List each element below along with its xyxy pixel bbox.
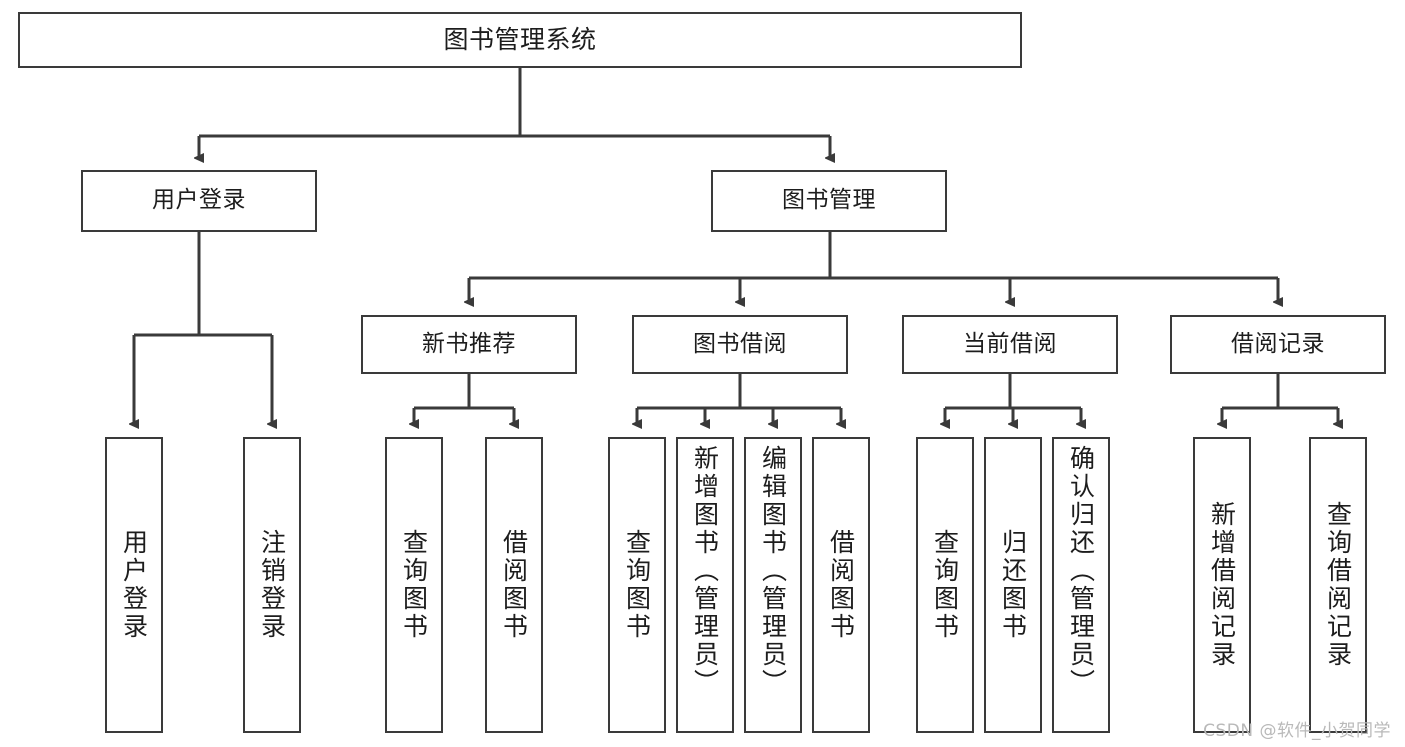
node-leaf-edit-book-admin[interactable]: 编辑图书（管理员） bbox=[744, 437, 802, 733]
node-leaf-query-book-borrow[interactable]: 查询图书 bbox=[608, 437, 666, 733]
node-borrow-record[interactable]: 借阅记录 bbox=[1170, 315, 1386, 374]
node-book-borrow[interactable]: 图书借阅 bbox=[632, 315, 848, 374]
node-leaf-borrow-book-recommend-label: 借阅图书 bbox=[499, 529, 529, 641]
node-current-borrow[interactable]: 当前借阅 bbox=[902, 315, 1118, 374]
csdn-watermark: CSDN @软件_小贺同学 bbox=[1203, 721, 1391, 741]
node-leaf-edit-book-admin-label: 编辑图书（管理员） bbox=[758, 445, 788, 697]
node-borrow-record-label: 借阅记录 bbox=[1231, 330, 1325, 357]
node-leaf-user-login-label: 用户登录 bbox=[119, 529, 149, 641]
node-current-borrow-label: 当前借阅 bbox=[963, 330, 1057, 357]
node-leaf-add-book-admin[interactable]: 新增图书（管理员） bbox=[676, 437, 734, 733]
node-leaf-return-book-label: 归还图书 bbox=[998, 529, 1028, 641]
node-leaf-add-borrow-record-label: 新增借阅记录 bbox=[1207, 501, 1237, 669]
node-root-system[interactable]: 图书管理系统 bbox=[18, 12, 1022, 68]
node-leaf-query-borrow-record-label: 查询借阅记录 bbox=[1323, 501, 1353, 669]
node-leaf-add-borrow-record[interactable]: 新增借阅记录 bbox=[1193, 437, 1251, 733]
node-leaf-borrow-book-recommend[interactable]: 借阅图书 bbox=[485, 437, 543, 733]
node-leaf-query-book-borrow-label: 查询图书 bbox=[622, 529, 652, 641]
node-root-system-label: 图书管理系统 bbox=[443, 25, 597, 55]
node-leaf-query-book-recommend-label: 查询图书 bbox=[399, 529, 429, 641]
node-leaf-query-book-current[interactable]: 查询图书 bbox=[916, 437, 974, 733]
node-leaf-confirm-return-admin[interactable]: 确认归还（管理员） bbox=[1052, 437, 1110, 733]
node-leaf-query-book-current-label: 查询图书 bbox=[930, 529, 960, 641]
node-new-book-recommend-label: 新书推荐 bbox=[422, 330, 516, 357]
node-leaf-logout-label: 注销登录 bbox=[257, 529, 287, 641]
node-leaf-confirm-return-admin-label: 确认归还（管理员） bbox=[1066, 445, 1096, 697]
node-leaf-add-book-admin-label: 新增图书（管理员） bbox=[690, 445, 720, 697]
node-user-login[interactable]: 用户登录 bbox=[81, 170, 317, 232]
node-leaf-borrow-book-label: 借阅图书 bbox=[826, 529, 856, 641]
node-user-login-label: 用户登录 bbox=[152, 187, 246, 214]
node-new-book-recommend[interactable]: 新书推荐 bbox=[361, 315, 577, 374]
node-leaf-query-borrow-record[interactable]: 查询借阅记录 bbox=[1309, 437, 1367, 733]
node-leaf-borrow-book[interactable]: 借阅图书 bbox=[812, 437, 870, 733]
node-book-borrow-label: 图书借阅 bbox=[693, 330, 787, 357]
node-book-management[interactable]: 图书管理 bbox=[711, 170, 947, 232]
node-book-management-label: 图书管理 bbox=[782, 187, 876, 214]
node-leaf-query-book-recommend[interactable]: 查询图书 bbox=[385, 437, 443, 733]
node-leaf-return-book[interactable]: 归还图书 bbox=[984, 437, 1042, 733]
node-leaf-user-login[interactable]: 用户登录 bbox=[105, 437, 163, 733]
node-leaf-logout[interactable]: 注销登录 bbox=[243, 437, 301, 733]
